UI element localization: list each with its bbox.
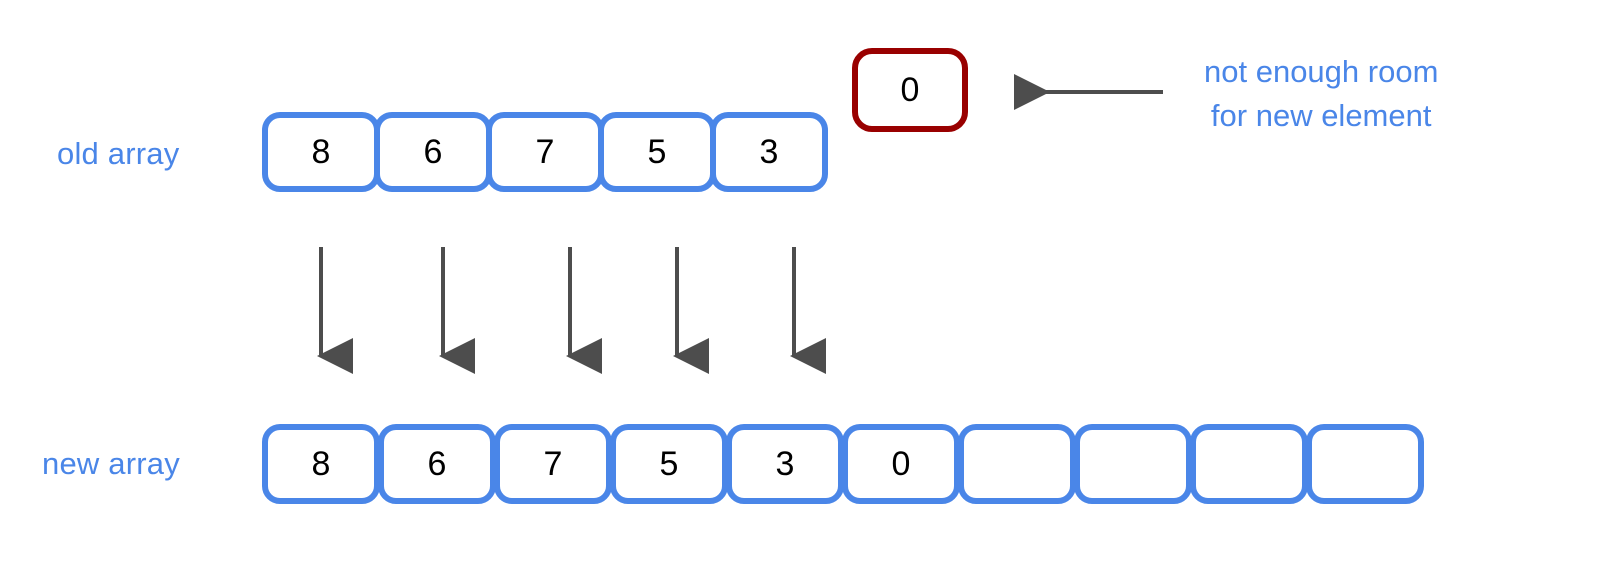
overflow-new-element-cell[interactable]: 0 (852, 48, 968, 132)
new-array-cell[interactable]: 0 (842, 424, 960, 504)
new-array-cell[interactable]: 3 (726, 424, 844, 504)
old-array-row: 8 6 7 5 3 (262, 112, 828, 192)
new-array-cell[interactable]: 5 (610, 424, 728, 504)
new-array-cell-empty[interactable] (958, 424, 1076, 504)
old-array-cell[interactable]: 8 (262, 112, 380, 192)
not-enough-room-annotation: not enough room for new element (1204, 54, 1439, 133)
old-array-cell[interactable]: 3 (710, 112, 828, 192)
new-array-cell-empty[interactable] (1306, 424, 1424, 504)
new-array-label: new array (42, 446, 180, 481)
overflow-cell-wrapper: 0 (852, 48, 968, 132)
copy-arrows-group (317, 247, 826, 374)
old-array-label: old array (57, 136, 180, 171)
new-array-cell[interactable]: 8 (262, 424, 380, 504)
new-array-cell[interactable]: 7 (494, 424, 612, 504)
new-array-cell-empty[interactable] (1074, 424, 1192, 504)
old-array-cell[interactable]: 5 (598, 112, 716, 192)
new-array-cell[interactable]: 6 (378, 424, 496, 504)
old-array-cell[interactable]: 6 (374, 112, 492, 192)
old-array-cell[interactable]: 7 (486, 112, 604, 192)
new-array-cell-empty[interactable] (1190, 424, 1308, 504)
new-array-row: 8 6 7 5 3 0 (262, 424, 1424, 504)
